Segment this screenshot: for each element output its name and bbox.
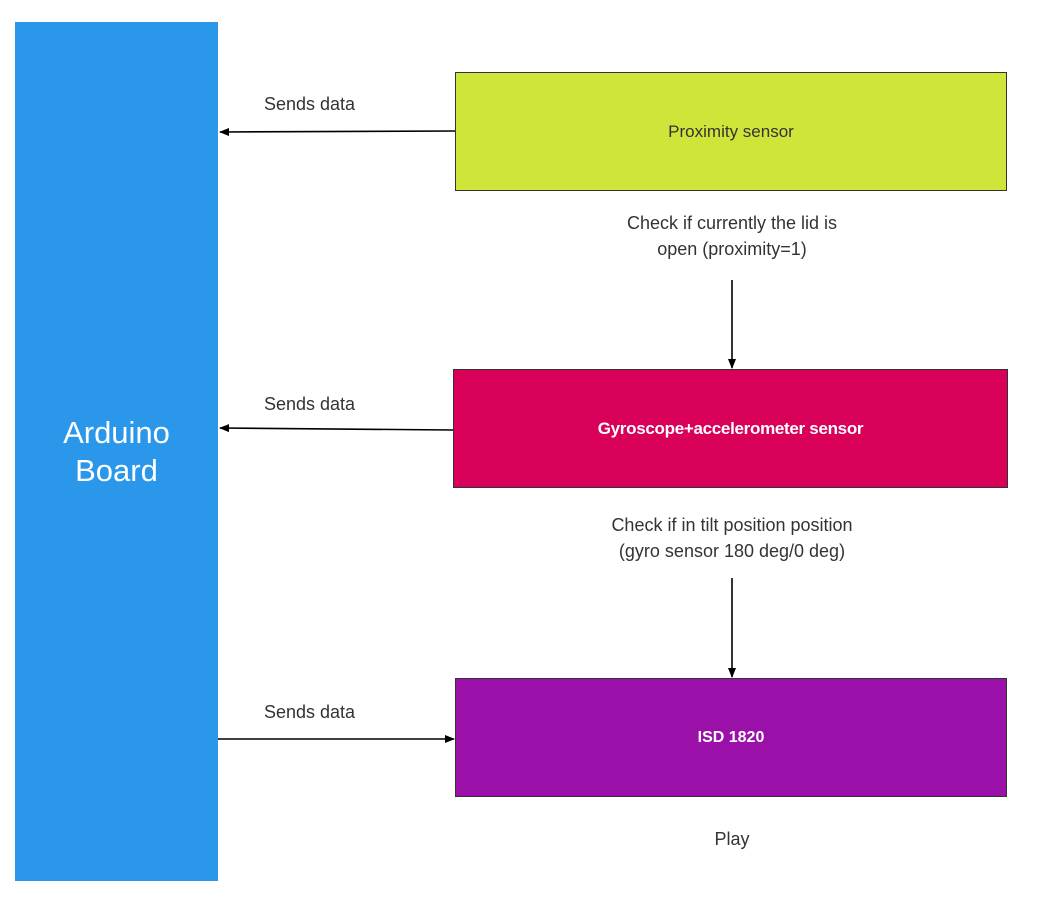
edge-label-proximity-sends: Sends data [264, 94, 356, 114]
arduino-label-line1: Arduino [63, 414, 170, 450]
isd-1820-label: ISD 1820 [697, 728, 765, 746]
lid-check-line2: open (proximity=1) [657, 239, 807, 259]
edge-label-isd-sends: Sends data [264, 702, 356, 722]
tilt-check-line1: Check if in tilt position position [611, 515, 853, 535]
arrow-gyro-to-arduino [219, 424, 454, 433]
proximity-sensor-node: Proximity sensor [455, 72, 1007, 191]
arduino-board-node: Arduino Board [15, 22, 218, 881]
proximity-sensor-label: Proximity sensor [668, 121, 794, 141]
arduino-label-line2: Board [75, 452, 158, 488]
isd-1820-node: ISD 1820 [455, 678, 1007, 797]
edge-label-gyro-sends: Sends data [264, 394, 356, 414]
arrow-proximity-to-arduino [219, 127, 456, 136]
edge-label-lid-check: Check if currently the lid is open (prox… [562, 210, 902, 262]
lid-check-line1: Check if currently the lid is [626, 213, 838, 233]
isd-output-label: Play [714, 829, 750, 849]
gyro-sensor-label: Gyroscope+accelerometer sensor [597, 418, 864, 438]
tilt-check-line2: (gyro sensor 180 deg/0 deg) [618, 541, 846, 561]
edge-label-tilt-check: Check if in tilt position position (gyro… [542, 512, 922, 564]
gyro-sensor-node: Gyroscope+accelerometer sensor [453, 369, 1008, 488]
